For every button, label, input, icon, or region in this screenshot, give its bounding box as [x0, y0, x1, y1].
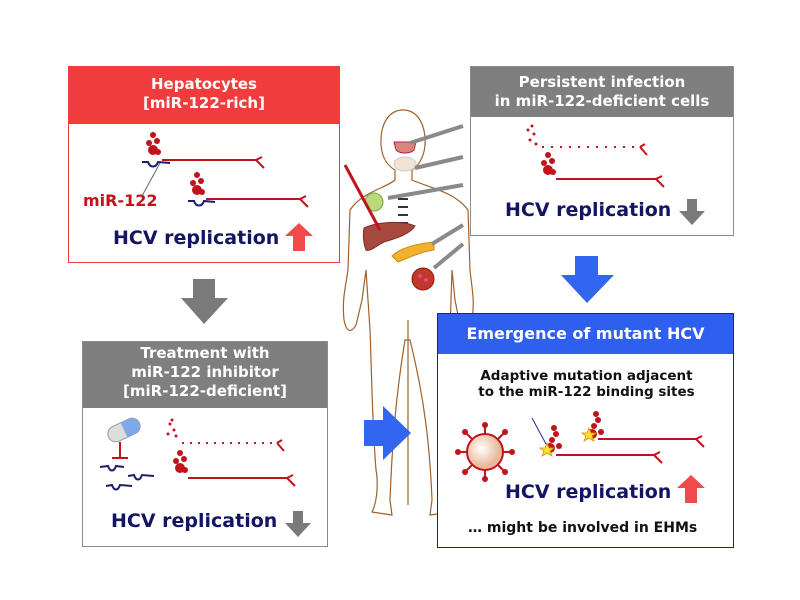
pill-icon [107, 417, 141, 443]
mutant-hcv-panel: Emergence of mutant HCV Adaptive mutatio… [437, 313, 734, 548]
persistent-infection-header: Persistent infection in miR-122-deficien… [471, 67, 733, 117]
thyroid-icon [393, 141, 417, 172]
hcv-replication-label: HCV replication [505, 481, 672, 503]
liver-icon [362, 221, 416, 251]
mutation-star-icon [538, 426, 598, 457]
arrow-down-icon [679, 199, 705, 225]
arrow-up-icon [285, 223, 313, 251]
treatment-panel: Treatment with miR-122 inhibitor [miR-12… [82, 341, 328, 547]
mutant-hcv-header: Emergence of mutant HCV [438, 314, 733, 354]
mir-122-label: miR-122 [83, 191, 158, 210]
hcv-replication-label: HCV replication [505, 199, 672, 221]
hepatocytes-header: Hepatocytes [miR-122-rich] [69, 67, 339, 124]
hcv-replication-label: HCV replication [113, 227, 280, 249]
hepatocytes-panel: Hepatocytes [miR-122-rich] miR-122 HCV r… [68, 66, 340, 263]
arrow-down-icon [285, 511, 311, 537]
arrow-up-icon [677, 475, 705, 503]
treatment-header: Treatment with miR-122 inhibitor [miR-12… [83, 342, 327, 408]
hcv-replication-label: HCV replication [111, 510, 278, 532]
kidney-icon [411, 267, 435, 291]
virus-particle-icon [455, 422, 515, 482]
flow-arrow-right-blue [364, 406, 411, 460]
flow-arrow-down-gray [181, 279, 228, 324]
mutation-description: Adaptive mutation adjacent to the miR-12… [478, 368, 695, 400]
ehm-footnote: … might be involved in EHMs [468, 520, 698, 536]
flow-arrow-down-blue [561, 256, 614, 303]
persistent-infection-panel: Persistent infection in miR-122-deficien… [470, 66, 734, 236]
pancreas-icon [391, 241, 435, 263]
